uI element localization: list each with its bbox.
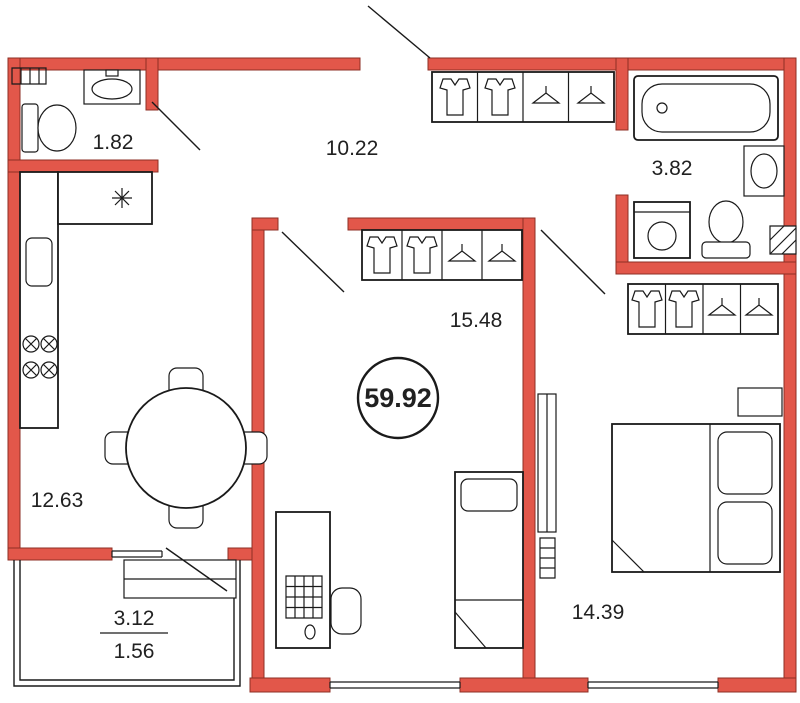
- wall-segment: [615, 57, 629, 131]
- wall-segment: [459, 677, 589, 693]
- bedroom-wardrobe: [627, 283, 779, 335]
- keyboard-keys: [286, 576, 322, 618]
- wall-segment: [145, 57, 159, 111]
- wall-segment: [427, 57, 797, 71]
- pillow-icon: [460, 478, 518, 512]
- bathroom-sink-basin: [750, 153, 778, 189]
- bathtub-inner: [641, 83, 771, 133]
- hallway-wardrobe: [431, 71, 615, 123]
- wall-segment: [7, 547, 113, 561]
- sink-tap-icon: [105, 69, 119, 77]
- wc-area-label: 1.82: [93, 131, 134, 154]
- kitchen-sink-icon: [25, 237, 53, 287]
- hob-star-icon: [112, 188, 132, 208]
- wall-segment: [615, 261, 797, 275]
- toilet-bowl-icon: [708, 200, 744, 244]
- toilet-tank-icon: [21, 103, 39, 153]
- nightstand-icon: [737, 387, 783, 417]
- wall-segment: [249, 677, 331, 693]
- windows: [111, 550, 719, 689]
- room-bedroom: 14.39: [540, 229, 783, 624]
- toilet-bowl-icon: [37, 104, 77, 152]
- bed-blanket-fold: [454, 599, 523, 649]
- window: [329, 681, 461, 689]
- bathroom-area-label: 3.82: [652, 157, 693, 180]
- mouse-icon: [304, 624, 316, 640]
- hallway: 10.22: [326, 5, 615, 160]
- dining-table-icon: [125, 387, 247, 509]
- wardrobe-dividers: [664, 284, 742, 334]
- wall-segment: [251, 217, 279, 231]
- entrance-door-swing: [367, 5, 431, 59]
- total-area-badge: [356, 356, 440, 440]
- vent-shaft-icon: [11, 67, 47, 85]
- wardrobe-dividers: [476, 72, 570, 122]
- balcony-reduced-area-label: 1.56: [114, 640, 155, 663]
- burner-icon: [22, 335, 40, 353]
- washing-machine-drum: [647, 221, 677, 251]
- room-bathroom: 3.82: [633, 75, 797, 259]
- balcony: 3.12 1.56: [13, 559, 241, 687]
- total-area-label: 59.92: [364, 383, 432, 413]
- burner-icon: [22, 361, 40, 379]
- room-kitchen: 12.63: [19, 171, 268, 592]
- wall-segment: [522, 217, 536, 679]
- bedroom-area-label: 14.39: [572, 601, 625, 624]
- toilet-tank-icon: [701, 241, 751, 259]
- window: [587, 681, 719, 689]
- room-wc: 1.82: [11, 67, 201, 154]
- living-door-swing: [281, 231, 345, 293]
- wc-door-swing: [151, 101, 201, 151]
- kitchen-counter-top: [57, 171, 153, 225]
- balcony-area-label: 3.12: [114, 607, 155, 630]
- wall-segment: [717, 677, 797, 693]
- living-wardrobe: [361, 229, 523, 281]
- bedroom-door-swing: [540, 229, 606, 295]
- wardrobe-dividers: [401, 230, 483, 280]
- balcony-door-swing: [165, 547, 228, 592]
- living-area-label: 15.48: [450, 309, 503, 332]
- wall-segment: [227, 547, 253, 561]
- pillow-icon: [717, 431, 773, 495]
- kitchen-area-label: 12.63: [31, 489, 84, 512]
- wall-segment: [7, 57, 361, 71]
- radiator-small-icon: [539, 537, 556, 579]
- burner-icon: [40, 335, 58, 353]
- bed-blanket-fold: [611, 424, 711, 573]
- vent-shaft-hatch: [769, 225, 797, 255]
- window: [111, 550, 163, 558]
- wall-segment: [7, 159, 159, 173]
- washing-machine-icon: [633, 201, 691, 259]
- pillow-icon: [717, 501, 773, 565]
- hallway-area-label: 10.22: [326, 137, 379, 160]
- bathtub-drain-icon: [656, 102, 668, 114]
- office-chair-icon: [330, 587, 362, 635]
- wall-segment: [783, 57, 797, 693]
- burner-icon: [40, 361, 58, 379]
- wall-segment: [7, 57, 21, 559]
- wall-segment: [347, 217, 536, 231]
- sink-basin-icon: [91, 78, 133, 100]
- kitchen-counter: [19, 171, 59, 429]
- room-living: 59.92 15.48: [275, 229, 557, 649]
- balcony-glazing: [13, 560, 241, 687]
